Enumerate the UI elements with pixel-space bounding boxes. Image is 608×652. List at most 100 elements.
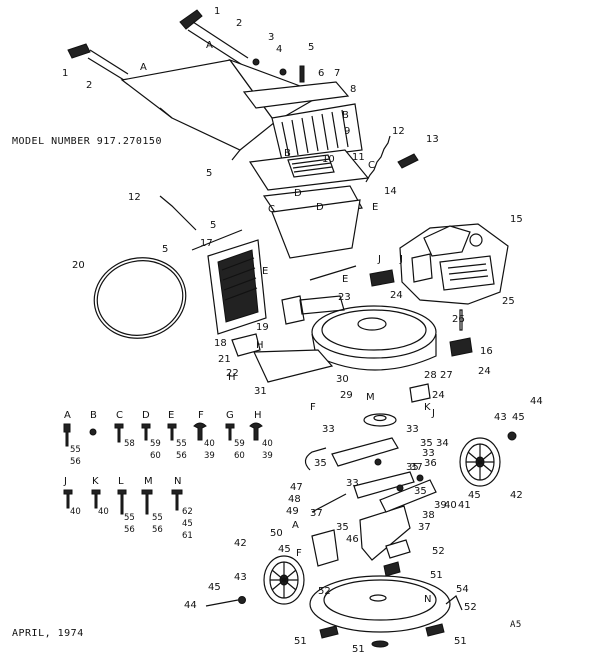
fastener-k-bolt xyxy=(91,489,101,509)
callout-5-left: 5 xyxy=(162,244,168,255)
fastener-k-part-1: 40 xyxy=(98,507,109,517)
handle-bracket xyxy=(242,81,350,109)
callout-30: 30 xyxy=(336,374,349,385)
deck-outer xyxy=(311,305,437,359)
engine-fin-lines xyxy=(447,263,489,281)
letter-k-1: K xyxy=(424,402,431,413)
callout-24-top: 24 xyxy=(390,290,403,301)
fastener-d: D 59 60 xyxy=(141,410,161,461)
fastener-l-part-1: 55 xyxy=(124,513,135,523)
publication-date: APRIL, 1974 xyxy=(12,628,84,639)
axle-nut-44-top xyxy=(507,431,517,441)
letter-c-1: C xyxy=(368,160,375,171)
fastener-l-bolt xyxy=(117,489,127,515)
letter-d-2: D xyxy=(294,188,302,199)
fastener-m-part-1: 55 xyxy=(152,513,163,523)
block-24-mid xyxy=(449,337,473,357)
fastener-j-letter: J xyxy=(63,476,67,487)
axle-bracket-31 xyxy=(253,349,334,383)
fastener-d-letter: D xyxy=(142,410,150,421)
bolt-a3 xyxy=(416,474,424,482)
callout-3: 3 xyxy=(268,32,274,43)
callout-39: 39 xyxy=(434,500,447,511)
callout-44-left: 44 xyxy=(184,600,197,611)
bracket-52-right xyxy=(445,595,463,611)
fastener-d-part-2: 60 xyxy=(150,451,161,461)
fastener-c: C 58 xyxy=(114,410,135,449)
callout-41: 41 xyxy=(458,500,471,511)
filter-frame-assembly xyxy=(191,229,267,335)
spring-35 xyxy=(304,447,327,471)
engine-fins xyxy=(411,253,495,291)
callout-45-link: 45 xyxy=(278,544,291,555)
callout-40: 40 xyxy=(444,500,457,511)
control-grille xyxy=(271,103,363,161)
bolt-a2 xyxy=(396,484,404,492)
callout-49: 49 xyxy=(286,506,299,517)
callout-23: 23 xyxy=(338,292,351,303)
page-code: A5 xyxy=(510,620,522,630)
reference-letters: A A A B B C C D D E E E F F H H J J J K … xyxy=(140,40,435,605)
screw-5-top xyxy=(299,65,305,83)
fastener-f: F 40 39 xyxy=(193,410,215,461)
pan-inner xyxy=(323,579,437,621)
pan-outer xyxy=(309,575,451,633)
fastener-n-part-3: 61 xyxy=(182,531,193,541)
fastener-g-letter: G xyxy=(226,410,234,421)
rear-wheel xyxy=(459,431,517,487)
rod-48 xyxy=(311,493,347,513)
handle-assembly xyxy=(67,9,363,161)
fastener-e-bolt xyxy=(167,423,177,441)
fastener-a-part-2: 56 xyxy=(70,457,81,467)
callout-36: 36 xyxy=(424,458,437,469)
callout-51-d: 51 xyxy=(352,644,365,652)
callout-33-a: 33 xyxy=(322,424,335,435)
callout-5-top: 5 xyxy=(308,42,314,53)
letter-m-1: M xyxy=(366,392,375,403)
fastener-key: A 55 56 B C 58 D 59 60 E 55 56 F xyxy=(63,410,273,541)
handle-upper-bar-left xyxy=(87,49,129,81)
fastener-m-bolt xyxy=(141,489,153,515)
fastener-n-part-2: 45 xyxy=(182,519,193,529)
fastener-j-part-1: 40 xyxy=(70,507,81,517)
callout-25: 25 xyxy=(502,296,515,307)
callout-43-right: 43 xyxy=(494,412,507,423)
callout-6: 6 xyxy=(318,68,324,79)
front-wheel-spokes xyxy=(270,562,298,598)
pin-13 xyxy=(397,153,419,169)
callout-19: 19 xyxy=(256,322,269,333)
fastener-c-bolt xyxy=(114,423,124,443)
deck-inner xyxy=(321,309,427,351)
callout-5-frame: 5 xyxy=(210,220,216,231)
block-24-low xyxy=(409,383,431,403)
spring-12-right xyxy=(365,135,391,183)
callout-12-left: 12 xyxy=(128,192,141,203)
letter-a-2: A xyxy=(206,40,213,51)
rod-e xyxy=(309,265,357,281)
plate-40 xyxy=(311,529,339,567)
callout-33-b: 33 xyxy=(406,424,419,435)
pan-hole xyxy=(369,594,387,602)
fastener-l-letter: L xyxy=(118,476,124,487)
fastener-h: H 40 39 xyxy=(249,410,273,461)
letter-j-1: J xyxy=(377,254,381,265)
callout-47: 47 xyxy=(290,482,303,493)
blade-pan xyxy=(309,561,463,648)
callout-28: 28 xyxy=(424,370,437,381)
callout-37-b: 37 xyxy=(310,508,323,519)
callout-9: 9 xyxy=(344,126,350,137)
pin-25 xyxy=(459,309,463,331)
callout-10: 10 xyxy=(322,154,335,165)
fastener-m: M 55 56 xyxy=(141,476,163,535)
fastener-g-part-1: 59 xyxy=(234,439,245,449)
washer-bottom xyxy=(371,640,389,648)
callout-35-d: 35 xyxy=(414,486,427,497)
callout-24-mid: 24 xyxy=(478,366,491,377)
fastener-m-part-2: 56 xyxy=(152,525,163,535)
deck-hub xyxy=(357,317,387,331)
handle-grip-left xyxy=(67,43,91,59)
fastener-h-letter: H xyxy=(254,410,262,421)
handle-grip-right xyxy=(179,9,203,30)
fastener-c-letter: C xyxy=(116,410,123,421)
